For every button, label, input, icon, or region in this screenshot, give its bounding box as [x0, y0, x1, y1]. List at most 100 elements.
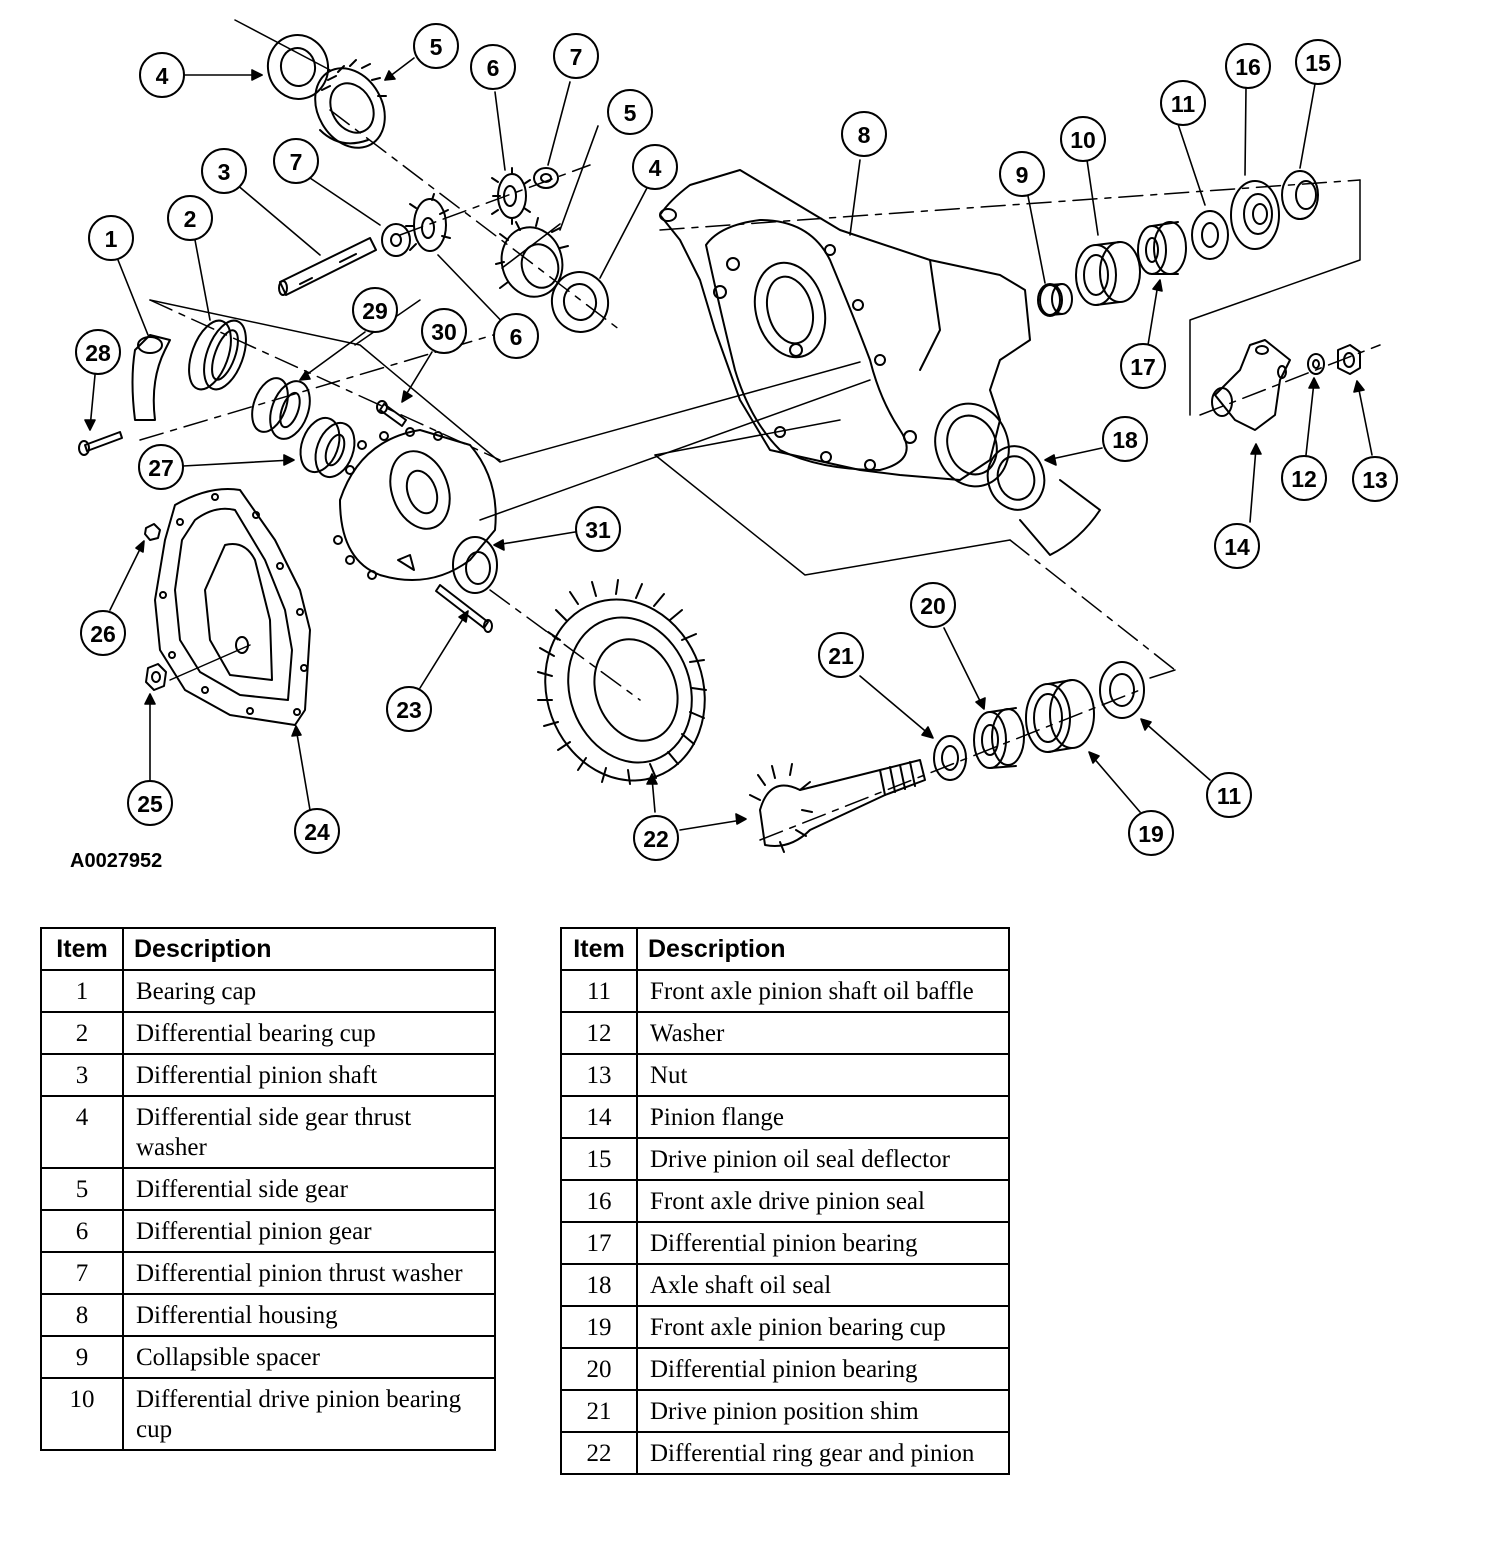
svg-text:3: 3	[218, 159, 231, 185]
item-description: Differential pinion thrust washer	[122, 1251, 496, 1295]
callout-27: 27	[138, 444, 184, 490]
svg-text:19: 19	[1138, 821, 1164, 847]
item-description: Drive pinion oil seal deflector	[636, 1137, 1010, 1181]
flange-washer	[1307, 353, 1325, 375]
item-description: Collapsible spacer	[122, 1335, 496, 1379]
callout-7: 7	[553, 33, 599, 79]
svg-text:2: 2	[184, 206, 197, 232]
svg-text:24: 24	[304, 819, 330, 845]
svg-text:29: 29	[362, 298, 388, 324]
pinion-gear-left	[405, 193, 451, 252]
svg-text:13: 13	[1362, 467, 1388, 493]
ring-gear-bolt	[376, 400, 407, 427]
differential-pinion-bearing-rear	[1137, 221, 1187, 275]
callout-29: 29	[352, 287, 398, 333]
item-number: 19	[560, 1305, 638, 1349]
column-header-item: Item	[40, 927, 124, 971]
svg-text:25: 25	[137, 791, 163, 817]
callout-6: 6	[470, 44, 516, 90]
svg-text:27: 27	[148, 455, 174, 481]
callout-30: 30	[421, 308, 467, 354]
side-gear-thrust-washer-top	[266, 34, 330, 100]
drive-pinion	[749, 759, 926, 853]
svg-text:8: 8	[858, 122, 871, 148]
fill-plug	[145, 663, 167, 691]
pinion-bearing-cup-front	[1025, 679, 1095, 753]
callout-19: 19	[1128, 810, 1174, 856]
svg-text:5: 5	[430, 34, 443, 60]
callout-11: 11	[1160, 80, 1206, 126]
differential-bearing-cup	[188, 319, 247, 391]
flange-nut	[1337, 344, 1361, 375]
callout-15: 15	[1295, 39, 1341, 85]
svg-text:10: 10	[1070, 127, 1096, 153]
table-header-row: Item Description	[40, 927, 496, 971]
item-description: Differential ring gear and pinion	[636, 1431, 1010, 1475]
svg-text:18: 18	[1112, 427, 1138, 453]
svg-text:21: 21	[828, 643, 854, 669]
table-header-row: Item Description	[560, 927, 1010, 971]
column-header-description: Description	[636, 927, 1010, 971]
svg-text:6: 6	[487, 55, 500, 81]
callout-28: 28	[75, 329, 121, 375]
callout-25: 25	[127, 780, 173, 826]
callout-2: 2	[167, 195, 213, 241]
item-number: 1	[40, 969, 124, 1013]
callout-24: 24	[294, 808, 340, 854]
axle-shaft-oil-seal	[986, 445, 1101, 556]
side-gear-top	[314, 59, 387, 149]
item-number: 2	[40, 1011, 124, 1055]
svg-text:11: 11	[1171, 91, 1196, 117]
item-number: 21	[560, 1389, 638, 1433]
side-gear-thrust-washer-lower	[550, 271, 610, 333]
cover-bolt	[144, 523, 161, 541]
differential-side-bearing-lower	[299, 416, 356, 479]
callout-bubbles: 4 5 6 7 5 4 7 3 2 1 28 29 30 6 27 31 26 …	[75, 23, 1398, 861]
item-description: Drive pinion position shim	[636, 1389, 1010, 1433]
item-description: Washer	[636, 1011, 1010, 1055]
differential-case	[333, 427, 498, 594]
item-number: 18	[560, 1263, 638, 1307]
callout-13: 13	[1352, 456, 1398, 502]
svg-text:30: 30	[431, 319, 457, 345]
item-description: Differential drive pinion bearing cup	[122, 1377, 496, 1451]
oil-seal-deflector	[1281, 170, 1319, 220]
svg-text:9: 9	[1016, 162, 1029, 188]
item-description: Axle shaft oil seal	[636, 1263, 1010, 1307]
column-header-description: Description	[122, 927, 496, 971]
side-gear-lower	[495, 217, 569, 298]
svg-text:23: 23	[396, 697, 422, 723]
pinion-thrust-washer-left	[381, 223, 411, 257]
item-number: 13	[560, 1053, 638, 1097]
callout-22: 22	[633, 815, 679, 861]
item-description: Differential side gear thrust washer	[122, 1095, 496, 1169]
item-description: Differential side gear	[122, 1167, 496, 1211]
callout-11: 11	[1206, 772, 1252, 818]
callout-21: 21	[818, 632, 864, 678]
exploded-view-diagram: 4 5 6 7 5 4 7 3 2 1 28 29 30 6 27 31 26 …	[75, 19, 1398, 861]
item-description: Differential pinion bearing	[636, 1347, 1010, 1391]
item-number: 9	[40, 1335, 124, 1379]
item-number: 4	[40, 1095, 124, 1169]
callout-8: 8	[841, 111, 887, 157]
drive-pinion-position-shim	[933, 735, 967, 781]
svg-text:14: 14	[1224, 534, 1250, 560]
item-description: Differential housing	[122, 1293, 496, 1337]
callout-3: 3	[201, 148, 247, 194]
pinion-gear-top	[491, 167, 531, 225]
